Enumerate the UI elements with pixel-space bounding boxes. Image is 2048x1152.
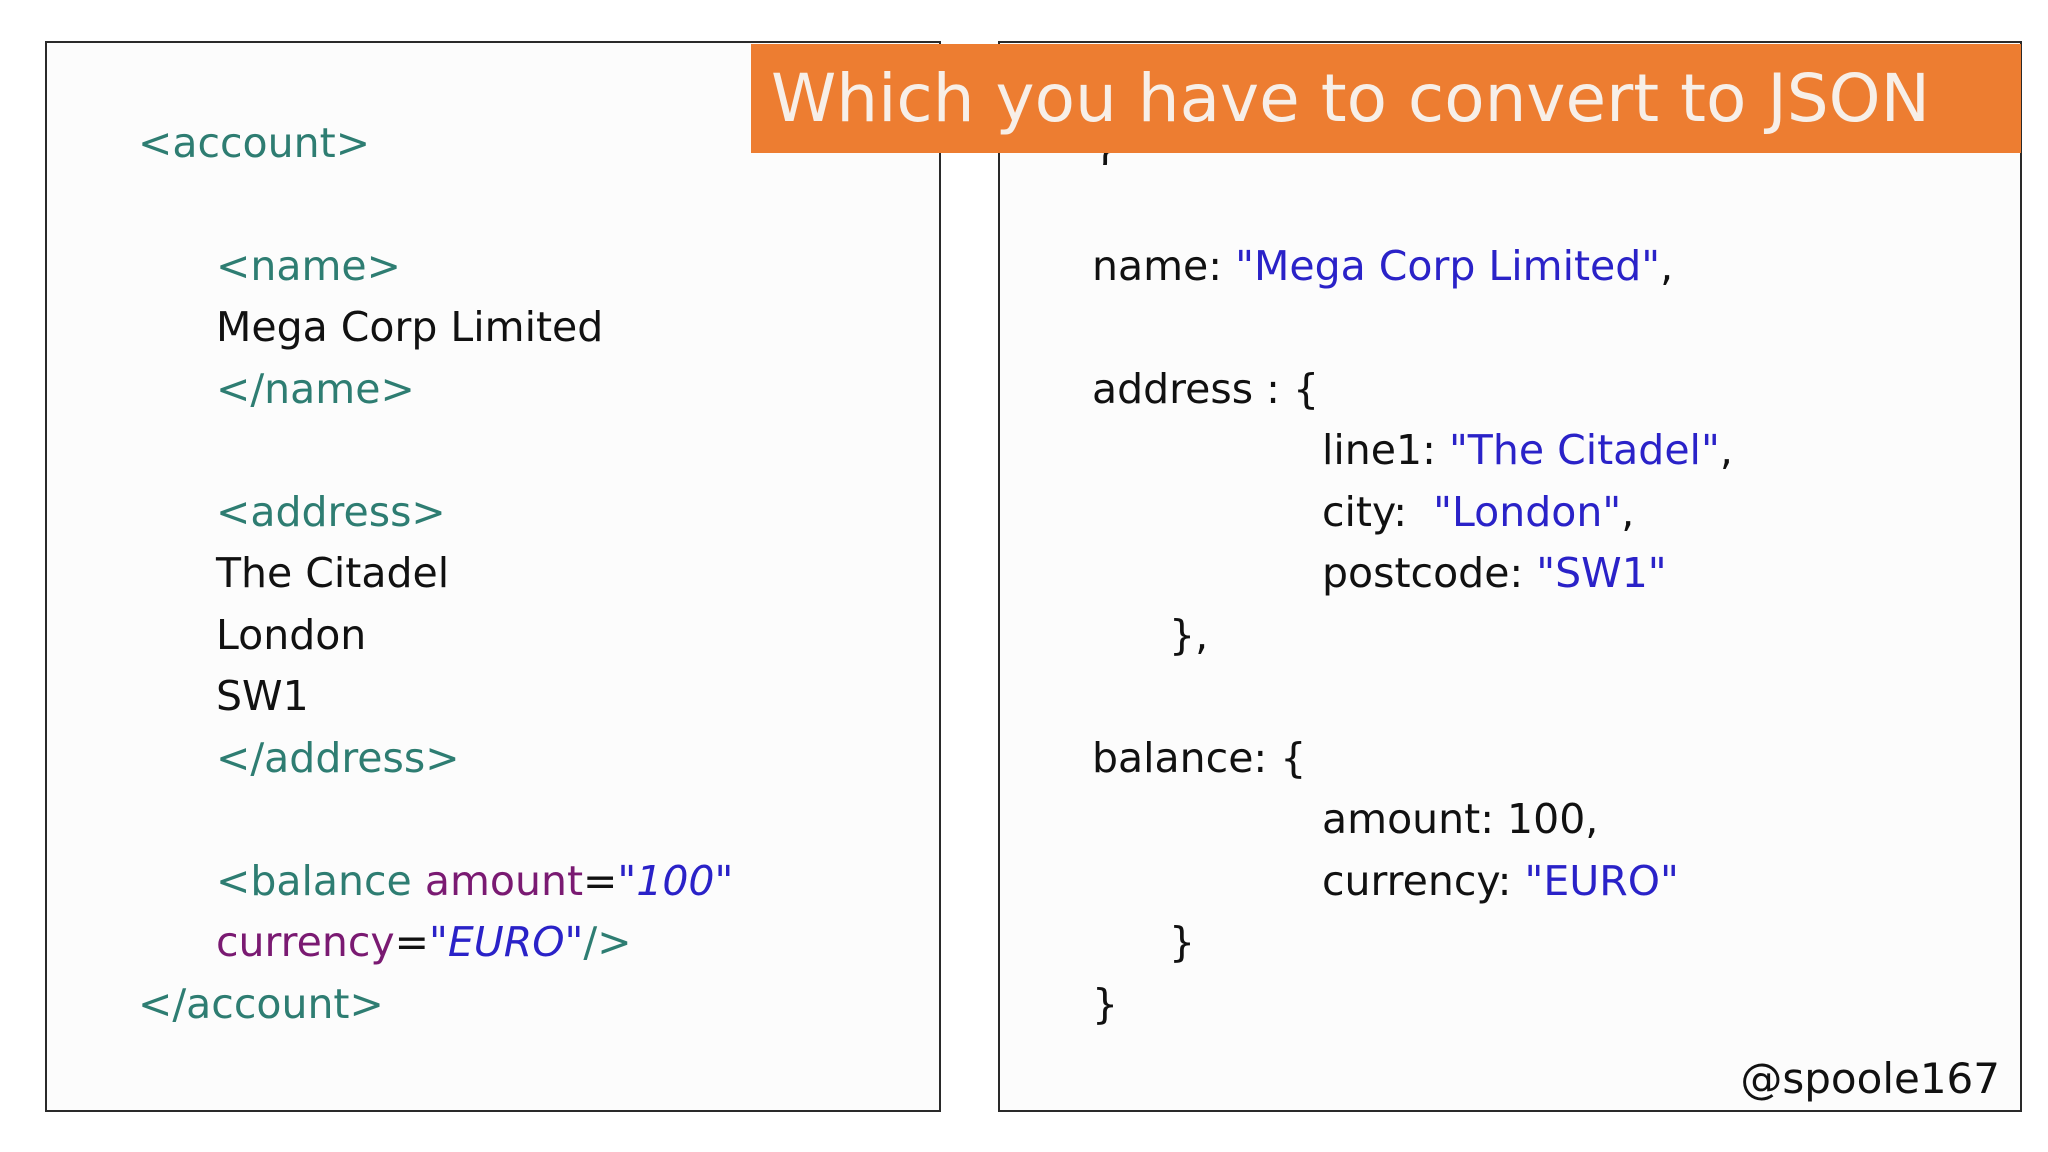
xml-address-line2: London <box>216 611 367 659</box>
author-handle: @spoole167 <box>1740 1054 2000 1103</box>
xml-currency-value: "EURO" <box>429 918 584 966</box>
xml-currency-attr: currency <box>216 918 395 966</box>
xml-equals: = <box>583 857 618 905</box>
xml-account-close: </account> <box>138 980 384 1028</box>
json-balance-close: } <box>1169 918 1196 966</box>
json-address-key: address : { <box>1092 365 1320 413</box>
banner-text: Which you have to convert to JSON <box>771 60 1930 137</box>
xml-self-close: /> <box>583 918 632 966</box>
json-name-key: name: <box>1092 242 1236 290</box>
json-currency-key: currency: <box>1322 857 1525 905</box>
json-comma: , <box>1621 488 1635 536</box>
json-amount-line: amount: 100, <box>1322 795 1599 843</box>
json-line1-line: line1: "The Citadel", <box>1322 430 1733 471</box>
xml-account-open: <account> <box>138 119 371 167</box>
xml-name-value: Mega Corp Limited <box>216 303 604 351</box>
json-balance-key: balance: { <box>1092 734 1307 782</box>
json-city-line: city: "London", <box>1322 492 1634 533</box>
json-city-value: "London" <box>1433 488 1622 536</box>
title-banner: Which you have to convert to JSON <box>751 44 2021 153</box>
json-line1-key: line1: <box>1322 426 1449 474</box>
xml-address-close: </address> <box>216 734 460 782</box>
json-address-close: }, <box>1169 611 1209 659</box>
xml-name-close: </name> <box>216 365 415 413</box>
json-brace-close: } <box>1092 980 1119 1028</box>
json-panel: { name: "Mega Corp Limited", address : {… <box>998 41 2022 1112</box>
xml-address-line1: The Citadel <box>216 549 450 597</box>
json-comma: , <box>1719 426 1733 474</box>
json-postcode-line: postcode: "SW1" <box>1322 553 1667 594</box>
xml-amount-attr: amount <box>424 857 584 905</box>
xml-address-line3: SW1 <box>216 672 309 720</box>
xml-equals: = <box>394 918 429 966</box>
xml-panel: <account> <name> Mega Corp Limited </nam… <box>45 41 941 1112</box>
json-postcode-key: postcode: <box>1322 549 1537 597</box>
xml-balance-tag: <balance <box>216 857 412 905</box>
json-postcode-value: "SW1" <box>1536 549 1667 597</box>
json-name-value: "Mega Corp Limited" <box>1235 242 1661 290</box>
json-city-key: city: <box>1322 488 1434 536</box>
xml-address-open: <address> <box>216 488 446 536</box>
xml-amount-value: "100" <box>617 857 734 905</box>
json-line1-value: "The Citadel" <box>1448 426 1720 474</box>
json-name-line: name: "Mega Corp Limited", <box>1092 246 1673 287</box>
json-currency-line: currency: "EURO" <box>1322 861 1679 902</box>
xml-balance-line: <balance amount="100" <box>216 861 733 902</box>
xml-currency-line: currency="EURO"/> <box>216 922 632 963</box>
json-currency-value: "EURO" <box>1524 857 1679 905</box>
xml-name-open: <name> <box>216 242 401 290</box>
json-comma: , <box>1660 242 1674 290</box>
